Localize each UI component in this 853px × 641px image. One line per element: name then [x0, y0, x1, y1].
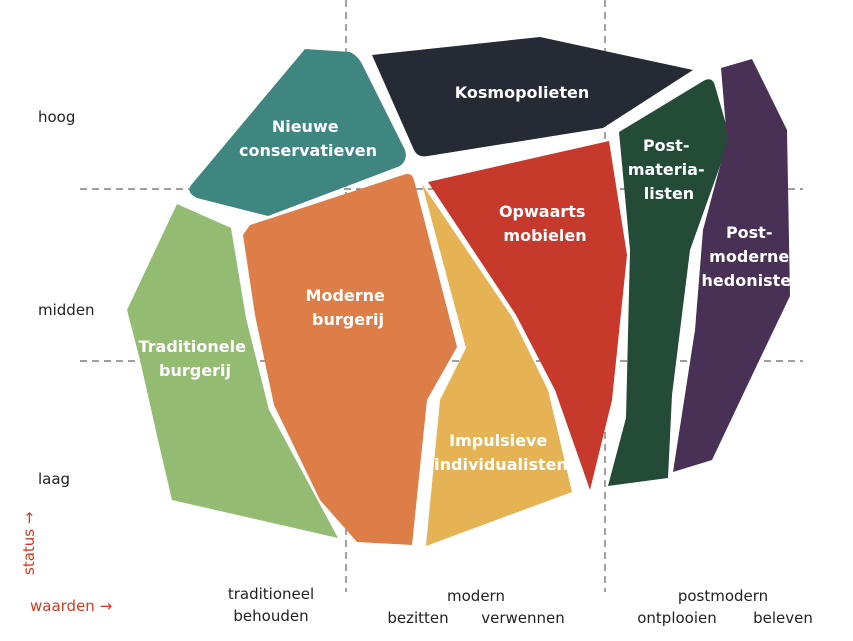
segment-shape-kosmopolieten [372, 37, 693, 157]
segment-impulsieve-individualisten: Impulsieve individualisten [422, 184, 572, 546]
label-postmoderne-hedonisten-line1: Post- [726, 223, 773, 242]
segment-shape-postmoderne-hedonisten [673, 59, 790, 472]
segment-shape-postmaterialisten [608, 79, 730, 486]
svg-text:Traditionele burgerij: Traditionele burgerij [138, 337, 251, 380]
column-sub-bezitten: bezitten [387, 609, 449, 627]
column-label-postmodern: postmodern [677, 587, 769, 605]
segment-shape-opwaarts-mobielen [428, 141, 627, 490]
segment-shape-moderne-burgerij [243, 173, 457, 545]
segment-shape-nieuwe-conservatieven [189, 49, 406, 216]
segment-postmaterialisten: Post- materia- listen [608, 79, 730, 486]
segment-opwaarts-mobielen: Opwaarts mobielen [428, 141, 627, 490]
row-label-high: hoog [38, 108, 76, 126]
column-label-traditional: traditioneel [227, 585, 315, 603]
svg-text:Moderne burgerij: Moderne burgerij [306, 286, 391, 329]
label-opwaarts-mobielen-line1: Opwaarts [499, 202, 586, 221]
row-label-mid: midden [38, 301, 95, 319]
segment-moderne-burgerij: Moderne burgerij [243, 173, 457, 545]
svg-text:Post- materia- lis: Post- materia- listen [628, 136, 710, 203]
segment-postmoderne-hedonisten: Post- moderne hedonisten [673, 59, 803, 472]
label-impulsieve-individualisten-line2: individualisten [434, 455, 568, 474]
svg-text:Impulsieve individualist: Impulsieve individualisten [434, 431, 568, 474]
segment-traditionele-burgerij: Traditionele burgerij [127, 204, 338, 538]
column-sub-ontplooien: ontplooien [637, 609, 717, 627]
svg-text:Post- moderne hedo: Post- moderne hedonisten [702, 223, 803, 290]
segment-nieuwe-conservatieven: Nieuwe conservatieven [189, 49, 406, 216]
column-sub-behouden: behouden [233, 607, 309, 625]
svg-text:Opwaarts mobielen: Opwaarts mobielen [499, 202, 591, 245]
label-postmaterialisten-line2: materia- [628, 160, 705, 179]
column-sub-beleven: beleven [753, 609, 813, 627]
label-nieuwe-conservatieven-line2: conservatieven [239, 141, 377, 160]
label-moderne-burgerij-line1: Moderne [306, 286, 386, 305]
column-sub-verwennen: verwennen [481, 609, 565, 627]
label-opwaarts-mobielen-line2: mobielen [503, 226, 586, 245]
segment-shape-traditionele-burgerij [127, 204, 338, 538]
label-traditionele-burgerij-line1: Traditionele [138, 337, 246, 356]
label-kosmopolieten: Kosmopolieten [455, 83, 589, 102]
segment-shape-impulsieve-individualisten [422, 184, 572, 546]
label-postmoderne-hedonisten-line2: moderne [709, 247, 789, 266]
label-postmaterialisten-line3: listen [644, 184, 694, 203]
label-postmaterialisten-line1: Post- [643, 136, 690, 155]
label-postmoderne-hedonisten-line3: hedonisten [702, 271, 803, 290]
axis-title-status: status → [20, 511, 38, 575]
segment-kosmopolieten: Kosmopolieten [372, 37, 693, 157]
label-nieuwe-conservatieven-line1: Nieuwe [272, 117, 339, 136]
svg-text:Nieuwe conservatieven: Nieuwe conservatieven [239, 117, 377, 160]
label-impulsieve-individualisten-line1: Impulsieve [449, 431, 547, 450]
label-traditionele-burgerij-line2: burgerij [159, 361, 231, 380]
column-label-modern: modern [447, 587, 505, 605]
row-label-low: laag [38, 470, 71, 488]
axis-title-values: waarden → [30, 597, 113, 615]
label-moderne-burgerij-line2: burgerij [312, 310, 384, 329]
